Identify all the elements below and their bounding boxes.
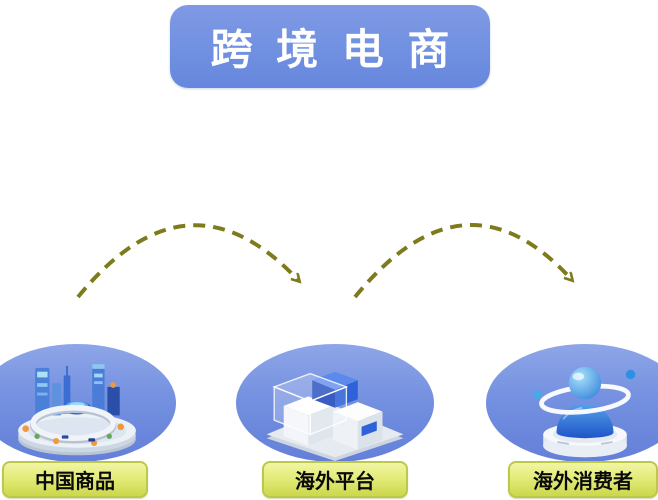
consumer-avatar-3d-icon — [533, 366, 636, 458]
node-label-china-goods: 中国商品 — [2, 461, 148, 498]
platform-cubes-3d-icon — [266, 371, 404, 461]
node-label-text: 海外消费者 — [533, 471, 633, 493]
node-label-text: 海外平台 — [295, 471, 375, 493]
node-label-overseas-consumer: 海外消费者 — [508, 461, 658, 498]
arrow-china-to-platform-icon — [76, 223, 299, 299]
node-label-overseas-platform: 海外平台 — [262, 461, 408, 498]
node-label-text: 中国商品 — [35, 471, 115, 493]
smart-city-3d-icon — [18, 364, 136, 456]
title-banner: 跨 境 电 商 — [170, 5, 490, 88]
title-text: 跨 境 电 商 — [210, 26, 456, 73]
arrow-platform-to-consumer-icon — [353, 223, 572, 299]
